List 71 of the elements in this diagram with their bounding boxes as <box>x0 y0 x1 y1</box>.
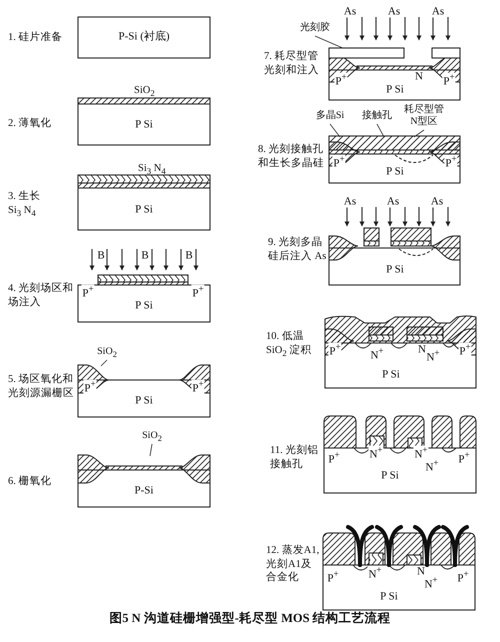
region-label: P$^{+}$ <box>458 342 472 358</box>
region-label: P Si <box>381 370 401 380</box>
step-label: 10. 低温SiO$_{2}$ 淀积 <box>266 330 312 360</box>
region-label: P$^{+}$ <box>328 342 342 358</box>
callout-label: 耗尽型管 N型区 <box>400 104 448 130</box>
implant-species-label: As <box>344 196 356 208</box>
region-label: P Si <box>134 300 154 312</box>
implant-species-label: As <box>386 196 400 208</box>
implant-species-label: B <box>185 250 193 262</box>
region-label: N$^{+}$ <box>368 446 384 460</box>
step-label: 7. 耗尽型管光刻和注入 <box>264 50 320 78</box>
region-label: P Si <box>380 470 400 482</box>
leader-line <box>376 124 384 138</box>
region-label: P Si <box>385 166 405 178</box>
implant-species-label: B <box>141 250 149 262</box>
region-label: P$^{+}$ <box>81 284 95 300</box>
step-label: 1. 硅片准备 <box>8 31 64 45</box>
region-label: N$^{+}$ <box>369 346 385 362</box>
leader-line <box>414 130 424 138</box>
region-label: P$^{+}$ <box>456 570 470 584</box>
layer-label: Si$_{3}$ N$_{4}$ <box>138 162 167 178</box>
region-label: N$^{+}$ <box>367 566 383 580</box>
figure-caption: 图5 N 沟道硅栅增强型-耗尽型 MOS 结构工艺流程 <box>108 610 392 627</box>
callout-label: SiO$_{2}$ <box>90 346 124 360</box>
step-label: 5. 场区氧化和光刻源漏栅区 <box>8 373 74 400</box>
region-label: P Si <box>134 204 154 216</box>
layer-label: SiO$_{2}$ <box>134 84 156 100</box>
implant-species-label: As <box>388 6 400 18</box>
region-label: P$^{+}$ <box>442 72 456 88</box>
implant-species-label: B <box>97 250 105 262</box>
region-label: N <box>416 566 426 578</box>
leader-line <box>150 444 152 456</box>
leader-line <box>330 124 340 138</box>
region-label: P$^{+}$ <box>457 450 471 466</box>
callout-label: 接触孔 <box>358 110 396 124</box>
region-label: P-Si <box>134 486 154 496</box>
step-label: 3. 生长 Si$_{3}$ N$_{4}$ <box>8 190 42 220</box>
region-label: P Si <box>385 84 405 96</box>
region-label: N$^{+}$ <box>424 458 440 474</box>
step-label: 6. 栅氧化 <box>8 475 52 489</box>
step-label: 2. 薄氧化 <box>8 117 52 131</box>
region-label: P$^{+}$ <box>83 380 97 394</box>
region-label: P$^{+}$ <box>191 284 205 300</box>
region-label: P$^{+}$ <box>326 570 340 584</box>
callout-label: 多晶Si <box>310 110 350 124</box>
step-label: 12. 蒸发A1, 光刻A1及合金化 <box>266 544 320 585</box>
region-label: P$^{+}$ <box>334 72 348 88</box>
region-label: N$^{+}$ <box>413 446 429 460</box>
step-label: 9. 光刻多晶硅后注入 As <box>268 236 328 264</box>
region-label: P Si <box>385 264 405 276</box>
leader-line <box>100 360 108 366</box>
region-label: P$^{+}$ <box>332 154 346 170</box>
step-label: 4. 光刻场区和场注入 <box>8 282 74 310</box>
step-label: 8. 光刻接触孔和生长多晶硅 <box>258 143 325 170</box>
region-label: N$^{+}$ <box>423 576 439 590</box>
region-label: P Si <box>134 396 154 406</box>
callout-label: SiO$_{2}$ <box>135 430 169 444</box>
region-label: N <box>417 344 427 356</box>
region-label: P$^{+}$ <box>444 154 458 170</box>
region-label: N$^{+}$ <box>425 348 441 364</box>
region-label: P-Si (衬底) <box>117 32 171 42</box>
step-label: 11. 光刻铝接触孔 <box>270 444 320 472</box>
region-label: P$^{+}$ <box>191 380 205 394</box>
implant-species-label: As <box>430 196 444 208</box>
implant-species-label: As <box>432 6 444 18</box>
region-label: P Si <box>134 120 154 130</box>
region-label: P Si <box>379 592 399 602</box>
callout-label: 光刻胶 <box>296 22 334 36</box>
implant-species-label: As <box>344 6 356 18</box>
region-label: N <box>414 72 424 82</box>
region-label: P$^{+}$ <box>327 450 341 466</box>
